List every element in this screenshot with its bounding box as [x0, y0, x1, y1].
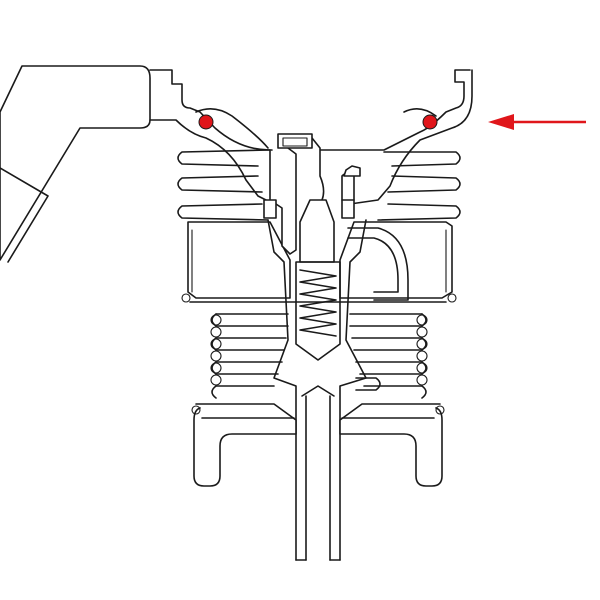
cooling-fins-right — [377, 151, 461, 221]
cooling-fins-left — [177, 149, 271, 221]
central-stem — [267, 199, 367, 561]
spring — [299, 269, 337, 337]
o-ring-right-marker — [422, 114, 438, 130]
top-cap — [263, 133, 361, 255]
coil-windings-left — [210, 313, 289, 399]
left-flange — [149, 69, 273, 201]
right-flange — [319, 69, 473, 205]
handle-arm — [0, 65, 151, 263]
o-ring-left-marker — [198, 114, 214, 130]
lower-base — [191, 385, 445, 487]
coil-windings-right — [349, 313, 428, 399]
return-tube — [347, 227, 409, 391]
arrow-pointer — [488, 114, 586, 130]
